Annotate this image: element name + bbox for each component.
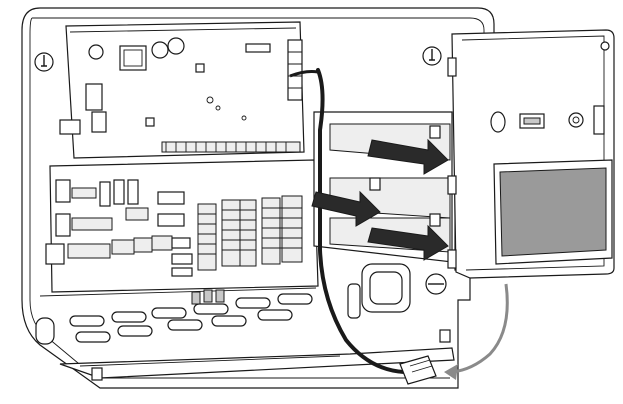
terminal-strip xyxy=(71,217,113,231)
vertical-terminal-blocks xyxy=(197,195,303,271)
removal-arrow-middle xyxy=(311,190,381,227)
cable-entry-area xyxy=(35,287,455,381)
screw-icon xyxy=(91,367,103,381)
control-knob xyxy=(568,112,584,128)
ribbon-cable xyxy=(289,68,406,374)
terminal-block xyxy=(287,39,303,101)
removal-arrow-lower xyxy=(367,224,449,261)
removal-arrow-upper xyxy=(367,138,449,175)
relay xyxy=(55,179,71,203)
terminal-strip xyxy=(151,235,173,251)
terminal-strip xyxy=(67,243,111,259)
front-cover xyxy=(447,29,615,279)
relay xyxy=(85,83,103,111)
terminal-strip xyxy=(133,237,153,253)
lower-terminal-board xyxy=(45,159,319,293)
clip xyxy=(59,119,81,135)
capacitor xyxy=(151,41,169,59)
relay xyxy=(45,243,65,265)
screw-icon xyxy=(35,317,55,345)
terminal-strip xyxy=(111,239,135,255)
relay xyxy=(91,111,107,133)
relay xyxy=(55,213,71,237)
upper-circuit-board xyxy=(59,21,305,159)
screw-icon xyxy=(439,329,451,343)
indicator-lens xyxy=(490,111,506,133)
display-window xyxy=(499,167,607,257)
screw-icon xyxy=(600,41,610,51)
edge-connector xyxy=(161,141,301,153)
cable-port xyxy=(347,263,447,319)
cable-connector-icon xyxy=(399,355,437,385)
latch xyxy=(593,105,605,135)
board-connector xyxy=(245,43,271,53)
terminal-strip xyxy=(125,207,149,221)
capacitor xyxy=(167,37,185,55)
capacitor xyxy=(88,44,104,60)
mounting-hole-right xyxy=(422,46,442,66)
jumper xyxy=(157,191,185,205)
jumper xyxy=(157,213,185,227)
curved-guide-arrow-icon xyxy=(444,283,509,380)
mounting-hole-left xyxy=(34,52,54,72)
